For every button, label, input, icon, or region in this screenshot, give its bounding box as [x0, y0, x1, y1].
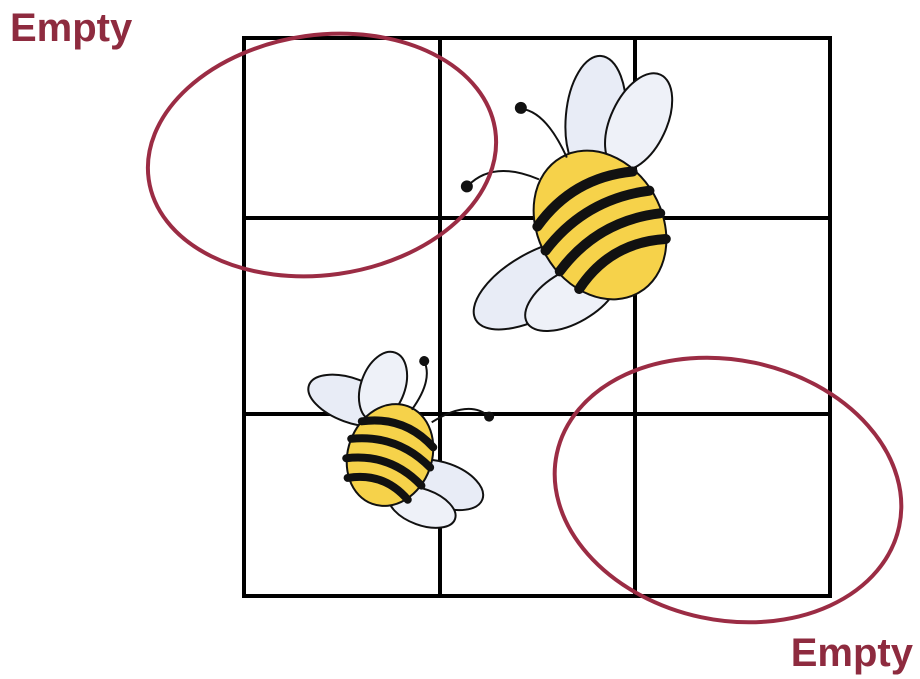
empty-marker-top-left	[145, 31, 499, 279]
bee-icon	[460, 54, 674, 332]
grid-outline	[242, 36, 832, 598]
empty-marker-bottom-right	[552, 355, 904, 625]
empty-label-top-left: Empty	[10, 6, 133, 50]
bee-icon	[307, 350, 495, 529]
empty-label-bottom-right: Empty	[790, 631, 913, 675]
